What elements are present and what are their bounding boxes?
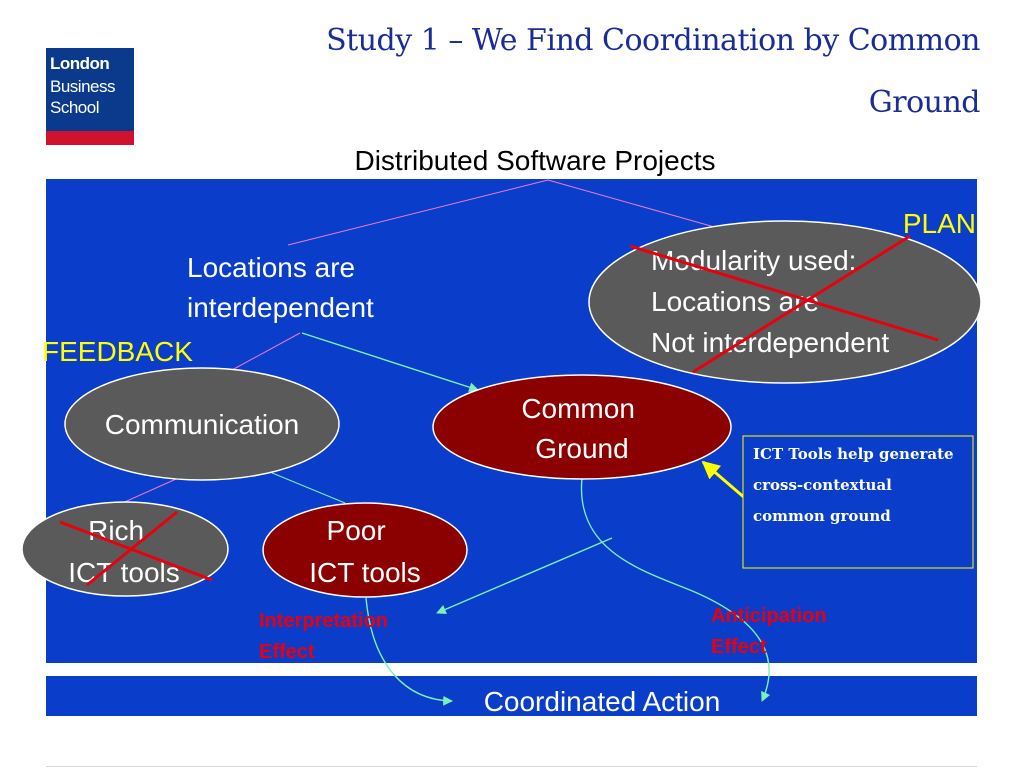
footer-rule	[46, 766, 977, 767]
common-ground-text: Common Ground	[521, 393, 642, 464]
anticipation-effect-label: Anticipation Effect	[711, 605, 832, 658]
logo-line-business: Business	[50, 77, 115, 96]
connector-communication-to-poor	[264, 469, 346, 504]
rich-ict-cross-out-2	[86, 510, 178, 587]
coordinated-action-label: Coordinated Action	[484, 686, 721, 717]
logo-line-school: School	[50, 98, 99, 117]
slide-title-line-1: Study 1 – We Find Coordination by Common	[326, 23, 980, 58]
london-business-school-logo: London Business School	[46, 48, 134, 145]
plan-label: PLAN	[903, 208, 976, 239]
poor-ict-node	[262, 502, 468, 598]
connector-title-to-modularity	[547, 179, 719, 229]
interdependent-label: Locations are interdependent	[187, 252, 374, 323]
common-ground-node	[432, 374, 732, 480]
slide-title: Study 1 – We Find Coordination by Common…	[220, 10, 980, 134]
outcome-bar	[46, 676, 977, 716]
communication-node	[64, 367, 340, 481]
interpretation-effect-label: Interpretation Effect	[259, 610, 393, 663]
poor-ict-text: Poor ICT tools	[309, 515, 421, 588]
ict-tools-note-text: ICT Tools help generate cross-contextual…	[753, 445, 959, 525]
arrow-interdependent-to-common-ground	[301, 332, 479, 392]
feedback-label: FEEDBACK	[42, 336, 193, 367]
modularity-node	[588, 220, 982, 384]
modularity-cross-out-2	[692, 234, 911, 374]
slide-subtitle: Distributed Software Projects	[354, 145, 716, 176]
connector-communication-to-rich	[117, 474, 186, 506]
rich-ict-node	[21, 501, 229, 597]
arrow-poor-to-coordinated-action	[365, 597, 453, 706]
ict-tools-note-box	[742, 435, 974, 569]
arrow-common-ground-to-coordinated-action	[580, 477, 771, 702]
logo-line-london: London	[50, 54, 110, 73]
connector-title-to-interdependent	[287, 179, 549, 246]
logo-red-stripe	[46, 131, 134, 145]
connector-interdependent-to-communication	[231, 332, 301, 371]
rich-ict-cross-out-1	[59, 520, 213, 582]
arrow-interpretation-effect	[436, 537, 613, 615]
communication-text: Communication	[105, 409, 300, 440]
modularity-cross-out-1	[629, 244, 939, 342]
slide-title-line-2: Ground	[868, 85, 981, 120]
